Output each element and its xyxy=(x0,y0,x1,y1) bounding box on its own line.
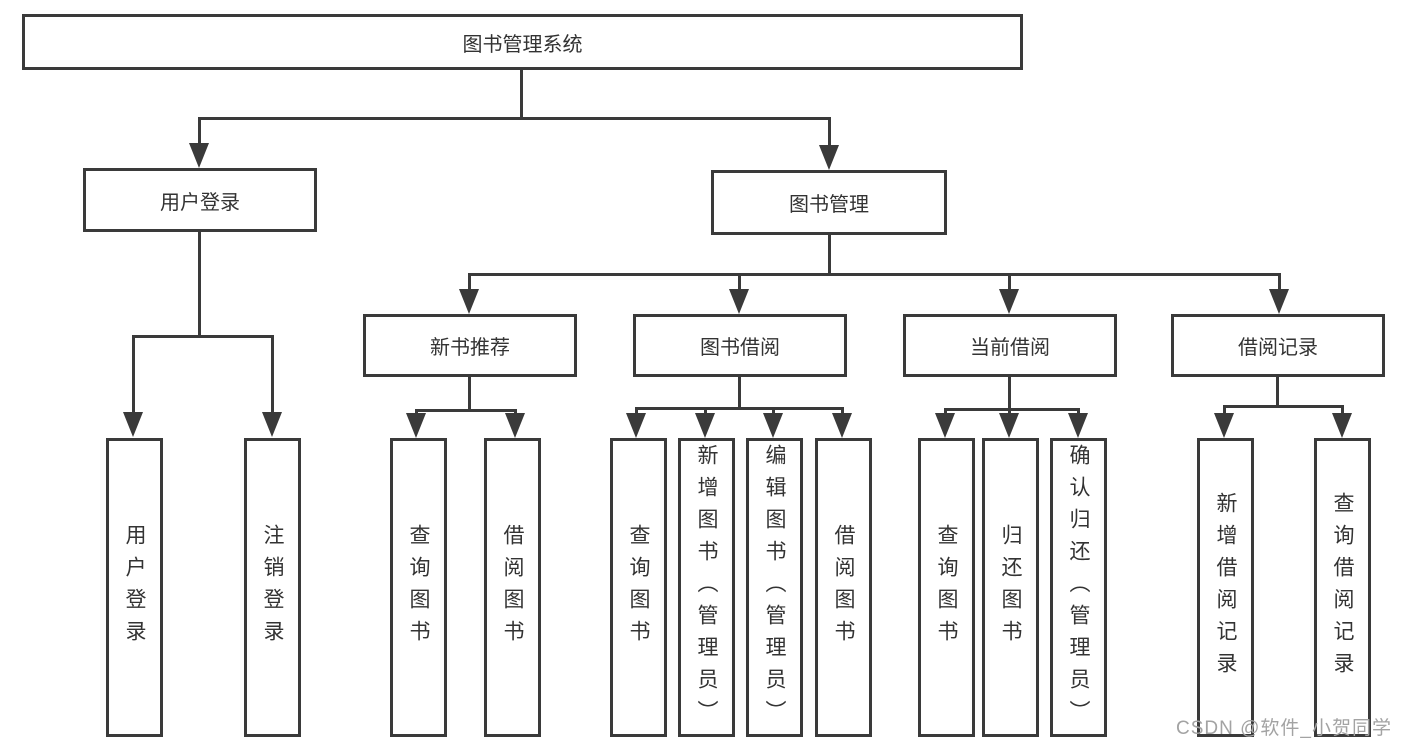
connector-to-user-login xyxy=(198,117,201,145)
arrow-to-leaf-user-login xyxy=(123,412,143,437)
arrow-to-leaf-logout xyxy=(262,412,282,437)
leaf-add-books-admin: 新增图书（管理员） xyxy=(678,438,735,737)
connector-root-branch xyxy=(198,117,831,120)
connector-to-leaf-return-books xyxy=(1008,408,1011,415)
arrow-to-new-book-recommend xyxy=(459,289,479,314)
connector-to-leaf-search-record xyxy=(1341,405,1344,415)
leaf-confirm-return-admin: 确认归还（管理员） xyxy=(1050,438,1107,737)
leaf-borrow-books-borrowing-label: 借阅图书 xyxy=(832,523,855,652)
connector-to-leaf-search-recommend xyxy=(415,409,418,415)
node-user-login-label: 用户登录 xyxy=(160,191,240,214)
arrow-to-current-borrowing xyxy=(999,289,1019,314)
arrow-to-user-login xyxy=(189,143,209,168)
connector-current-branch xyxy=(944,408,1080,411)
leaf-search-books-recommend: 查询图书 xyxy=(390,438,447,737)
leaf-add-books-admin-label: 新增图书（管理员） xyxy=(695,443,718,732)
connector-book-management-branch xyxy=(468,273,1281,276)
leaf-search-borrow-record: 查询借阅记录 xyxy=(1314,438,1371,737)
leaf-search-books-recommend-label: 查询图书 xyxy=(407,523,430,652)
node-current-borrowing-label: 当前借阅 xyxy=(970,337,1050,359)
node-new-book-recommend: 新书推荐 xyxy=(363,314,577,377)
node-root: 图书管理系统 xyxy=(22,14,1023,70)
connector-to-leaf-borrow-recommend xyxy=(514,409,517,415)
arrow-to-leaf-edit-books xyxy=(763,413,783,438)
connector-borrowing-branch xyxy=(635,407,844,410)
leaf-add-borrow-record-label: 新增借阅记录 xyxy=(1214,491,1237,684)
node-user-login: 用户登录 xyxy=(83,168,317,232)
leaf-edit-books-admin: 编辑图书（管理员） xyxy=(746,438,803,737)
connector-recommend-stem xyxy=(468,377,471,409)
arrow-to-leaf-return-books xyxy=(999,413,1019,438)
leaf-user-login: 用户登录 xyxy=(106,438,163,737)
connector-to-book-management xyxy=(828,117,831,147)
connector-records-stem xyxy=(1276,377,1279,405)
arrow-to-leaf-add-books xyxy=(695,413,715,438)
connector-book-management-stem xyxy=(828,235,831,273)
connector-records-branch xyxy=(1223,405,1344,408)
leaf-edit-books-admin-label: 编辑图书（管理员） xyxy=(763,443,786,732)
leaf-return-books-label: 归还图书 xyxy=(999,523,1022,652)
connector-user-login-branch xyxy=(132,335,274,338)
node-new-book-recommend-label: 新书推荐 xyxy=(430,337,510,359)
node-book-management: 图书管理 xyxy=(711,170,947,235)
node-book-borrowing: 图书借阅 xyxy=(633,314,847,377)
arrow-to-leaf-confirm-return xyxy=(1068,413,1088,438)
leaf-borrow-books-recommend-label: 借阅图书 xyxy=(501,523,524,652)
leaf-return-books: 归还图书 xyxy=(982,438,1039,737)
leaf-search-books-borrowing: 查询图书 xyxy=(610,438,667,737)
node-borrowing-records: 借阅记录 xyxy=(1171,314,1385,377)
connector-to-leaf-search-borrowing xyxy=(635,407,638,415)
node-book-borrowing-label: 图书借阅 xyxy=(700,337,780,359)
arrow-to-leaf-add-record xyxy=(1214,413,1234,438)
arrow-to-borrowing-records xyxy=(1269,289,1289,314)
arrow-to-leaf-search-borrowing xyxy=(626,413,646,438)
connector-user-login-stem xyxy=(198,232,201,335)
connector-recommend-branch xyxy=(415,409,517,412)
connector-to-leaf-edit-books xyxy=(772,407,775,415)
arrow-to-book-management xyxy=(819,145,839,170)
node-root-label: 图书管理系统 xyxy=(462,33,583,56)
connector-to-leaf-search-current xyxy=(944,408,947,415)
connector-to-borrowing-records xyxy=(1278,273,1281,292)
connector-to-leaf-add-books xyxy=(704,407,707,415)
leaf-user-login-label: 用户登录 xyxy=(123,523,146,652)
arrow-to-book-borrowing xyxy=(729,289,749,314)
connector-borrowing-stem xyxy=(738,377,741,407)
connector-to-leaf-confirm-return xyxy=(1077,408,1080,415)
leaf-search-books-borrowing-label: 查询图书 xyxy=(627,523,650,652)
node-book-management-label: 图书管理 xyxy=(789,194,869,216)
leaf-search-books-current-label: 查询图书 xyxy=(935,523,958,652)
leaf-search-borrow-record-label: 查询借阅记录 xyxy=(1331,491,1354,684)
leaf-borrow-books-recommend: 借阅图书 xyxy=(484,438,541,737)
connector-to-current-borrowing xyxy=(1008,273,1011,292)
leaf-add-borrow-record: 新增借阅记录 xyxy=(1197,438,1254,737)
arrow-to-leaf-search-record xyxy=(1332,413,1352,438)
leaf-borrow-books-borrowing: 借阅图书 xyxy=(815,438,872,737)
arrow-to-leaf-search-current xyxy=(935,413,955,438)
connector-to-leaf-user-login xyxy=(132,335,135,414)
leaf-logout: 注销登录 xyxy=(244,438,301,737)
leaf-logout-label: 注销登录 xyxy=(261,523,284,652)
arrow-to-leaf-borrow-borrowing xyxy=(832,413,852,438)
arrow-to-leaf-search-recommend xyxy=(406,413,426,438)
connector-to-leaf-borrow-borrowing xyxy=(841,407,844,415)
node-borrowing-records-label: 借阅记录 xyxy=(1238,337,1318,359)
connector-to-leaf-add-record xyxy=(1223,405,1226,415)
csdn-watermark: CSDN @软件_小贺同学 xyxy=(1176,718,1392,739)
connector-to-book-borrowing xyxy=(738,273,741,292)
node-current-borrowing: 当前借阅 xyxy=(903,314,1117,377)
connector-root-stem xyxy=(520,69,523,117)
connector-to-new-book-recommend xyxy=(468,273,471,292)
leaf-search-books-current: 查询图书 xyxy=(918,438,975,737)
connector-current-stem xyxy=(1008,377,1011,408)
arrow-to-leaf-borrow-recommend xyxy=(505,413,525,438)
leaf-confirm-return-admin-label: 确认归还（管理员） xyxy=(1067,443,1090,732)
connector-to-leaf-logout xyxy=(271,335,274,414)
